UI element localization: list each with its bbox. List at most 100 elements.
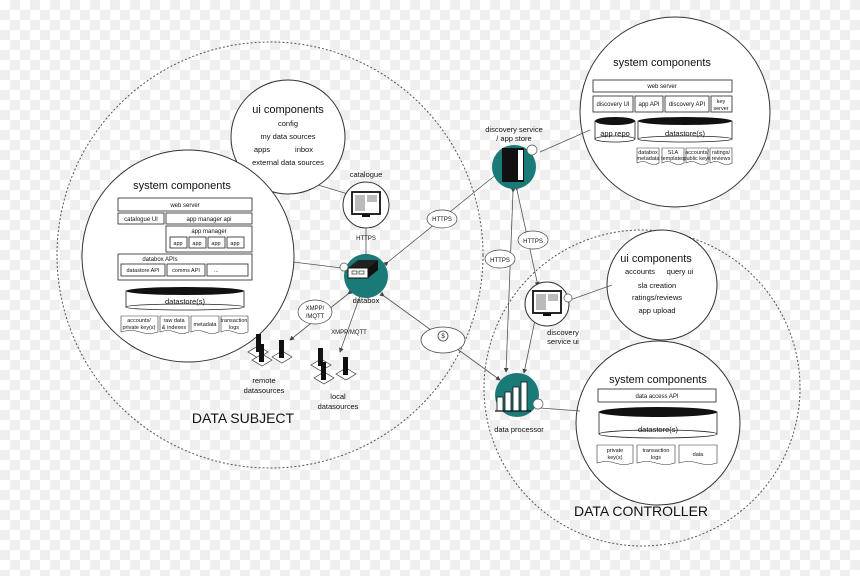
controller-system-title: system components	[609, 374, 707, 386]
discovery-ui-box: discovery UI	[596, 102, 629, 108]
controller-datastore-cylinder: datastore(s)	[598, 407, 718, 439]
svg-text:app repo: app repo	[600, 129, 630, 138]
money-cloud-icon: $	[420, 326, 466, 354]
catalogue-label: catalogue	[350, 170, 383, 179]
comms-api-box: comms API	[172, 268, 200, 274]
ui-item-app-upload: app upload	[638, 306, 675, 315]
svg-text:logs: logs	[651, 455, 661, 461]
ui-item-ratings-reviews: ratings/reviews	[632, 293, 682, 302]
svg-text:transaction: transaction	[221, 318, 248, 324]
ui-item-my-data-sources: my data sources	[260, 132, 315, 141]
controller-docs: private key(s) transaction logs data	[596, 444, 718, 465]
discovery-service-ui-icon	[524, 281, 573, 327]
ui-item-accounts: accounts	[625, 267, 655, 276]
discovery-web-server-box: web server	[646, 84, 676, 90]
subject-datastore-cylinder: datastore(s)	[125, 287, 245, 311]
remote-datasources-label-2: datasources	[244, 386, 285, 395]
discovery-docs: databox metadata SLA templates accounts/…	[637, 147, 733, 165]
app-box: app	[211, 241, 220, 247]
svg-text:metadata: metadata	[194, 322, 218, 328]
svg-text:data: data	[693, 452, 705, 458]
data-access-api-box: data access API	[635, 394, 678, 400]
data-controller-title: DATA CONTROLLER	[574, 503, 708, 519]
key-server-box-1: key	[717, 99, 726, 105]
controller-ui-title: ui components	[620, 253, 692, 265]
app-manager-box: app manager	[191, 229, 226, 235]
https-label: HTTPS	[490, 258, 510, 264]
app-box: app	[230, 241, 239, 247]
data-controller-region	[483, 229, 801, 547]
discovery-service-label-2: / app store	[496, 134, 531, 143]
svg-text:/MQTT: /MQTT	[306, 314, 325, 320]
key-server-box-2: server	[713, 106, 728, 112]
app-manager-api-box: app manager api	[186, 217, 231, 223]
databox-apis-box: databox APIs	[142, 257, 177, 263]
datastore-api-box: datastore API	[126, 268, 159, 274]
more-apis-box: ...	[214, 268, 219, 274]
subject-ui-circle	[230, 79, 346, 195]
ui-item-sla-creation: sla creation	[638, 281, 676, 290]
svg-text:key(s): key(s)	[608, 455, 623, 461]
databox-icon	[339, 254, 388, 298]
local-datasources-label-1: local	[330, 392, 346, 401]
svg-text:private key(s): private key(s)	[122, 325, 155, 331]
https-label: HTTPS	[523, 239, 543, 245]
svg-text:private: private	[607, 448, 624, 454]
svg-text:datastore(s): datastore(s)	[665, 129, 706, 138]
ui-item-external-data-sources: external data sources	[252, 158, 324, 167]
discovery-api-box: discovery API	[669, 102, 706, 108]
app-api-box: app API	[638, 102, 659, 108]
xmpp-cloud: XMPP/ /MQTT	[297, 299, 333, 325]
remote-datasources-label-1: remote	[252, 376, 275, 385]
svg-text:accounts/: accounts/	[127, 318, 151, 324]
remote-datasources-icon	[247, 334, 293, 367]
xmpp-local-label: XMPP/MQTT	[331, 330, 367, 336]
ui-item-apps: apps	[254, 145, 271, 154]
app-box: app	[192, 241, 201, 247]
svg-text:templates: templates	[661, 156, 685, 162]
svg-text:datastore(s): datastore(s)	[638, 425, 679, 434]
https-cloud-2: HTTPS	[517, 230, 549, 250]
data-processor-label: data processor	[494, 425, 544, 434]
svg-text:reviews: reviews	[712, 156, 731, 162]
discovery-server-icon	[492, 144, 538, 189]
discovery-service-ui-label-1: discovery	[547, 328, 579, 337]
svg-text:XMPP/: XMPP/	[306, 306, 325, 312]
svg-text:& indexes: & indexes	[162, 325, 186, 331]
data-subject-title: DATA SUBJECT	[192, 410, 295, 426]
discovery-system-title: system components	[613, 57, 711, 69]
svg-text:raw data: raw data	[163, 318, 185, 324]
local-datasources-label-2: datasources	[318, 402, 359, 411]
subject-system-title: system components	[133, 180, 231, 192]
subject-docs: accounts/ private key(s) raw data & inde…	[120, 315, 249, 334]
svg-text:transaction: transaction	[643, 448, 670, 454]
discovery-service-label-1: discovery service	[485, 125, 543, 134]
discovery-datastore-cylinder: datastore(s)	[637, 117, 733, 143]
https-cloud-1: HTTPS	[426, 209, 458, 229]
svg-text:accounts/: accounts/	[685, 150, 709, 156]
local-datasources-icon	[310, 348, 357, 385]
svg-text:logs: logs	[229, 325, 239, 331]
catalogue-ui-box: catalogue UI	[124, 217, 158, 223]
ui-item-config: config	[278, 119, 298, 128]
app-box: app	[173, 241, 182, 247]
ui-item-inbox: inbox	[295, 145, 313, 154]
https-label-catalogue: HTTPS	[356, 236, 376, 242]
https-label: HTTPS	[432, 217, 452, 223]
svg-text:$: $	[441, 334, 445, 340]
svg-text:public keys: public keys	[683, 156, 710, 162]
svg-text:metadata: metadata	[637, 156, 661, 162]
svg-text:datastore(s): datastore(s)	[165, 297, 206, 306]
databox-label: databox	[353, 296, 380, 305]
svg-text:SLA: SLA	[668, 150, 679, 156]
ui-item-query-ui: query ui	[667, 267, 694, 276]
catalogue-icon	[342, 181, 390, 229]
subject-ui-title: ui components	[252, 104, 324, 116]
svg-text:ratings/: ratings/	[712, 150, 731, 156]
controller-ui-circle	[606, 229, 718, 341]
https-cloud-3: HTTPS	[484, 249, 516, 269]
discovery-service-ui-label-2: service ui	[547, 337, 579, 346]
web-server-box: web server	[169, 203, 199, 209]
app-repo-cylinder: app repo	[594, 117, 636, 143]
